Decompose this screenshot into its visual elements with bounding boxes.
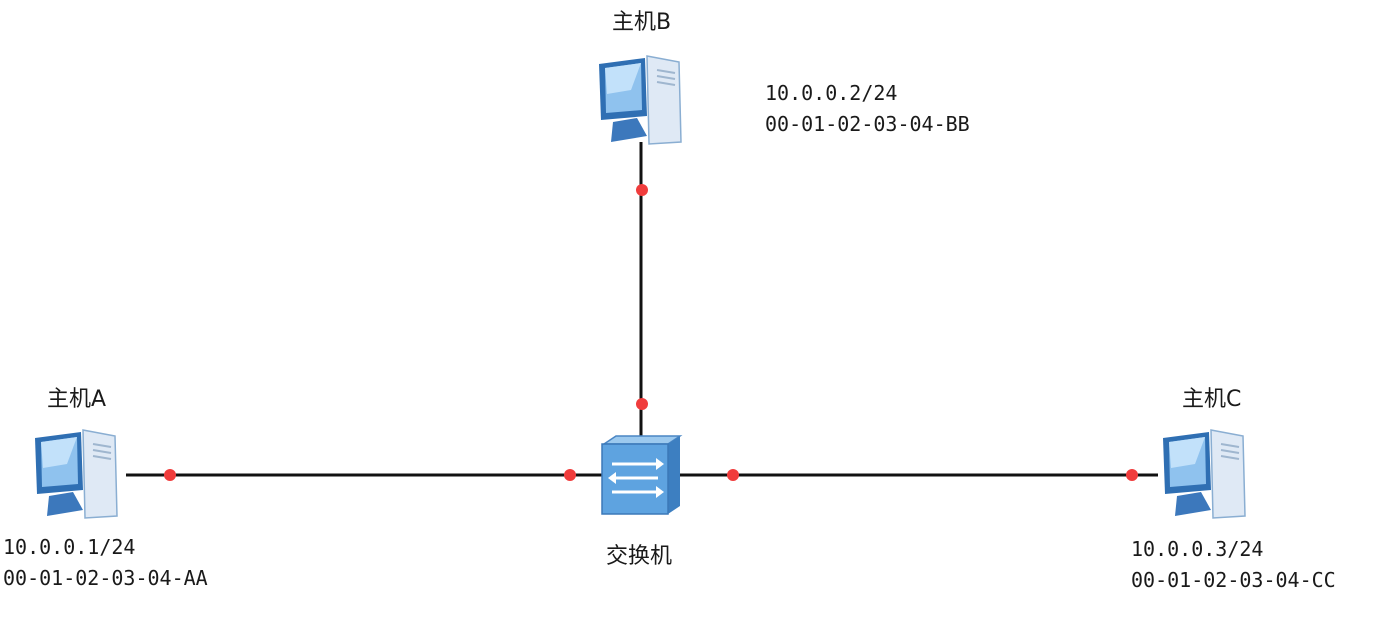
- host-a-ip: 10.0.0.1/24: [3, 535, 136, 559]
- host-a-mac: 00-01-02-03-04-AA: [3, 566, 208, 590]
- host-b-name: 主机B: [612, 10, 672, 35]
- host-b-mac: 00-01-02-03-04-BB: [765, 112, 970, 136]
- computer-icon[interactable]: [1154, 424, 1256, 520]
- host-b-ip: 10.0.0.2/24: [765, 81, 898, 105]
- port-dot-switch-right: [727, 469, 739, 481]
- port-dot-switch-top: [636, 398, 648, 410]
- switch-name: 交换机: [606, 544, 673, 569]
- port-dot-switch-left: [564, 469, 576, 481]
- host-c-ip: 10.0.0.3/24: [1131, 537, 1264, 561]
- host-c-address-block: 10.0.0.3/24 00-01-02-03-04-CC: [1131, 534, 1336, 596]
- switch-icon[interactable]: [598, 434, 684, 518]
- computer-icon[interactable]: [590, 50, 692, 146]
- host-c-name: 主机C: [1182, 387, 1242, 412]
- port-dot-host-c: [1126, 469, 1138, 481]
- host-a-address-block: 10.0.0.1/24 00-01-02-03-04-AA: [3, 532, 208, 594]
- port-dot-host-b: [636, 184, 648, 196]
- computer-icon[interactable]: [26, 424, 128, 520]
- port-dot-host-a: [164, 469, 176, 481]
- host-a-name: 主机A: [47, 387, 107, 412]
- host-b-address-block: 10.0.0.2/24 00-01-02-03-04-BB: [765, 78, 970, 140]
- host-c-mac: 00-01-02-03-04-CC: [1131, 568, 1336, 592]
